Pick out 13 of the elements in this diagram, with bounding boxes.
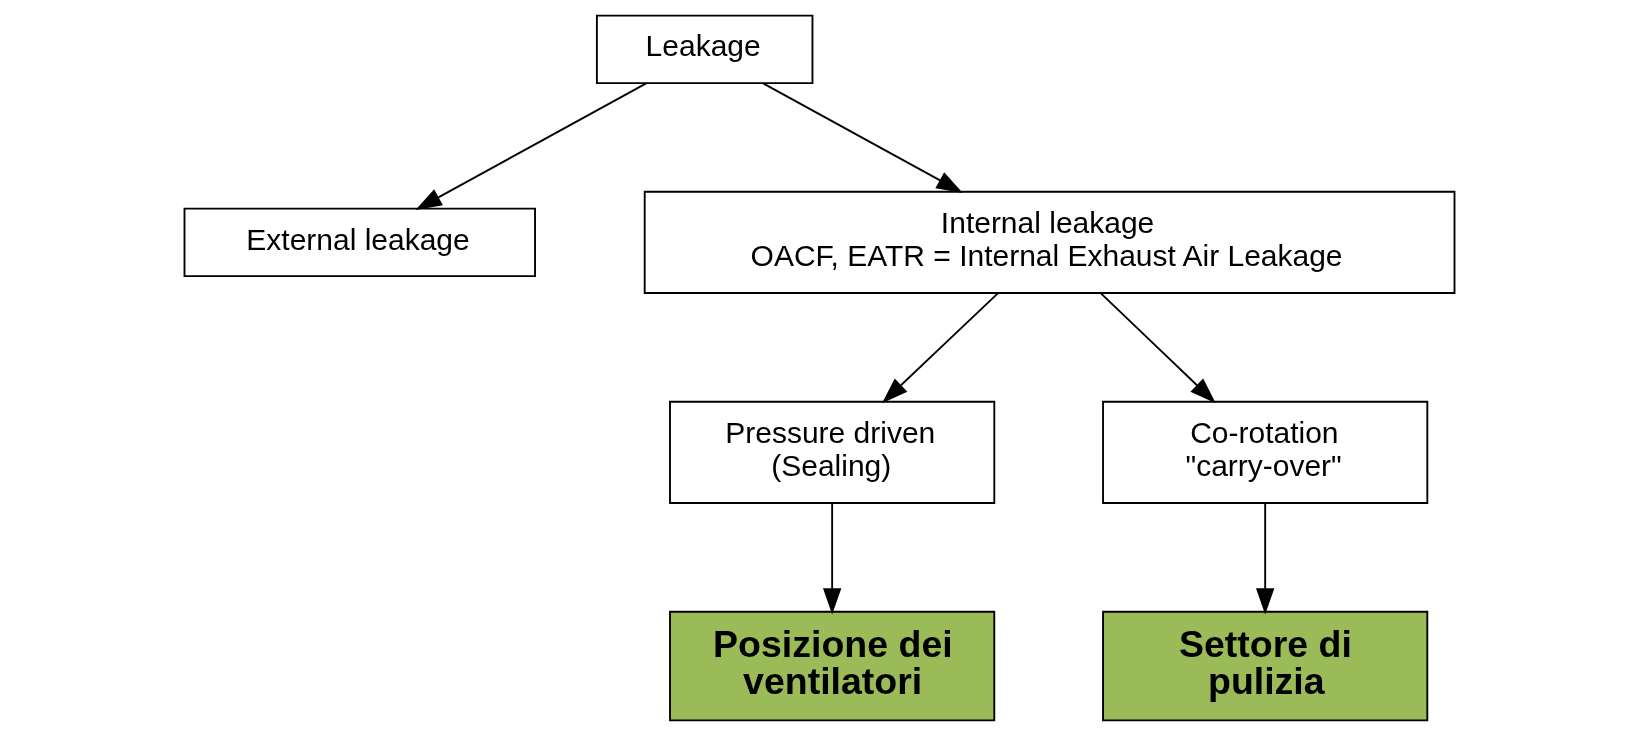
arrow [415, 82, 647, 210]
node-box: Settore di pulizia [1101, 610, 1428, 722]
arrow [822, 502, 841, 615]
arrow [881, 292, 999, 404]
node-box: Pressure driven (Sealing) [668, 400, 995, 504]
node-box: Internal leakage OACF, EATR = Internal Exhaust Air Leakage [643, 190, 1455, 294]
node-box: Co-rotation "carry-over" [1101, 400, 1428, 504]
node-box: Leakage [595, 14, 813, 84]
arrow [1255, 502, 1274, 615]
node-box: Posizione dei ventilatori [668, 610, 995, 722]
node-box: External leakage [183, 207, 536, 278]
arrow [761, 82, 963, 193]
arrow [1099, 292, 1216, 404]
